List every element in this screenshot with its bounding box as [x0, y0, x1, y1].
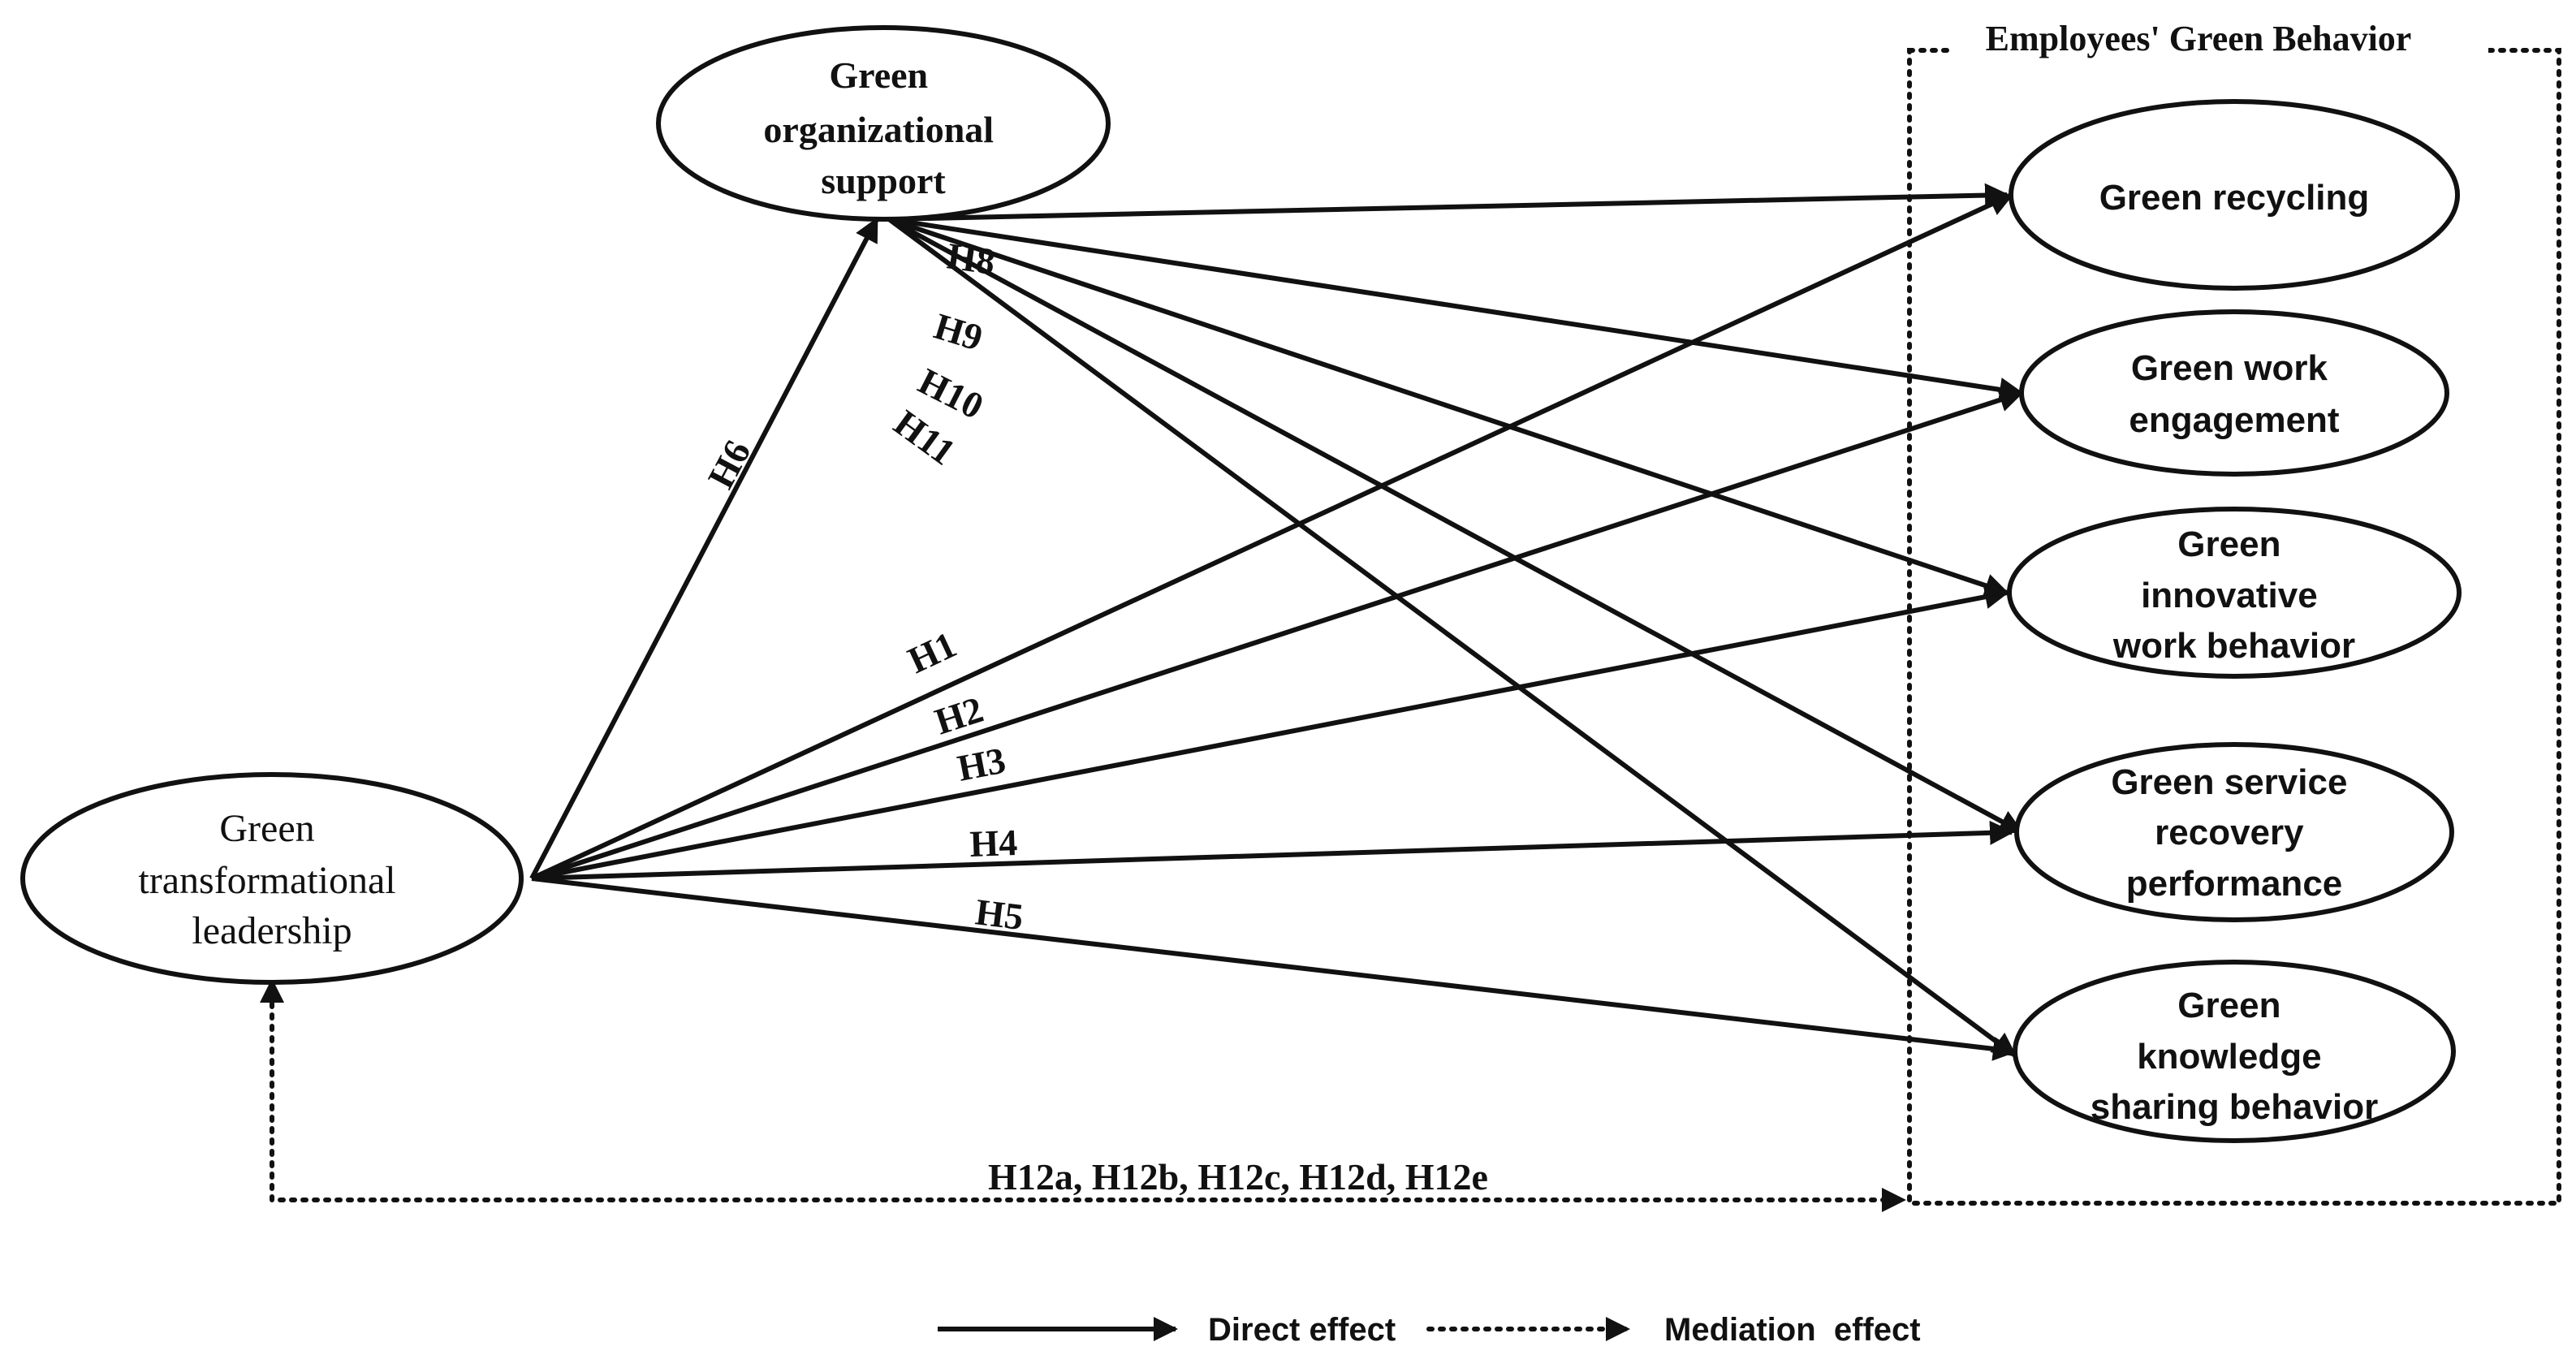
- svg-text:Green knowledge sh: Green knowledge sharing behavior: [2091, 986, 2379, 1127]
- node-innovative-line-2: innovative: [2141, 576, 2318, 615]
- node-knowledge-line-1: Green: [2177, 986, 2280, 1025]
- node-engagement-line-2: engagement: [2129, 400, 2340, 440]
- node-engagement-line-1: Green work: [2131, 348, 2328, 388]
- node-green-work-engagement: Green work engagement: [2019, 309, 2449, 477]
- edge-h9: [888, 217, 2009, 598]
- node-innovative-line-1: Green: [2177, 524, 2280, 564]
- node-gtl-line-3: leadership: [192, 909, 352, 952]
- svg-text:Green service recovery: Green service recovery performance: [2111, 762, 2357, 904]
- node-shape: [656, 25, 1111, 222]
- edge-h10: [887, 217, 2024, 835]
- node-gos-line-2: organizational: [763, 109, 994, 150]
- legend-direct-label: Direct effect: [1208, 1312, 1396, 1348]
- label-h8: H8: [945, 235, 998, 283]
- edge-h3: [531, 585, 2009, 881]
- node-green-recycling: Green recycling: [2009, 99, 2460, 291]
- node-shape: [2019, 309, 2449, 477]
- node-innovative-line-3: work behavior: [2112, 626, 2355, 666]
- node-gos-line-3: support: [821, 160, 946, 201]
- edge-h2: [531, 388, 2024, 881]
- label-h1: H1: [902, 624, 963, 681]
- edge-h12-mediation: [260, 978, 1906, 1212]
- svg-text:Green transformational: Green transformational leadership: [138, 807, 405, 952]
- edge-h1: [530, 192, 2014, 881]
- node-knowledge-line-3: sharing behavior: [2091, 1087, 2379, 1127]
- node-green-knowledge-sharing-behavior: Green knowledge sharing behavior: [2013, 960, 2456, 1143]
- node-green-innovative-work-behavior: Green innovative work behavior: [2007, 507, 2462, 679]
- edges: [260, 183, 2024, 1212]
- edge-h7: [888, 183, 2009, 222]
- legend-mediation-label: Mediation effect: [1664, 1312, 1921, 1348]
- edge-h6: [529, 217, 879, 880]
- node-green-transformational-leadership: Green transformational leadership: [20, 772, 524, 985]
- node-shape: [2009, 99, 2460, 291]
- svg-text:Green innovative w: Green innovative work behavior: [2112, 524, 2355, 666]
- node-green-service-recovery-performance: Green service recovery performance: [2014, 742, 2454, 922]
- node-shape: [2013, 960, 2456, 1143]
- group-title-mask: [1952, 8, 2488, 69]
- label-h9: H9: [930, 305, 987, 359]
- node-service-line-2: recovery: [2155, 813, 2304, 852]
- label-h3: H3: [954, 740, 1008, 789]
- label-h12: H12a, H12b, H12c, H12d, H12e: [988, 1156, 1488, 1198]
- edge-h11: [887, 217, 2017, 1058]
- node-shape: [2007, 507, 2462, 679]
- employees-green-behavior-group: Employees' Green Behavior: [1907, 8, 2561, 1206]
- svg-text:Green recycling: Green recycling: [2099, 178, 2370, 218]
- node-recycling-line-1: Green recycling: [2099, 178, 2370, 218]
- group-frame: [1907, 48, 2561, 1206]
- node-shape: [20, 772, 524, 985]
- edge-labels: H7 H8 H9 H10 H11 H6 H1 H2 H3 H4 H5 H12a,…: [700, 162, 1488, 1198]
- edge-h4: [531, 820, 2014, 881]
- label-h6: H6: [700, 434, 759, 495]
- node-gos-line-1: Green: [829, 54, 928, 96]
- svg-text:Green organizational: Green organizational support: [763, 54, 1003, 201]
- node-green-organizational-support: Green organizational support: [656, 25, 1111, 222]
- node-service-line-3: performance: [2126, 864, 2343, 904]
- node-gtl-line-1: Green: [219, 807, 314, 850]
- group-title: Employees' Green Behavior: [1986, 19, 2412, 58]
- label-h5: H5: [973, 891, 1026, 938]
- node-service-line-1: Green service: [2111, 762, 2347, 802]
- svg-text:Green work engagement: Green work engagement: [2129, 348, 2340, 440]
- label-h4: H4: [969, 822, 1019, 865]
- node-shape: [2014, 742, 2454, 922]
- edge-h5: [531, 876, 2017, 1061]
- edge-h8: [888, 217, 2024, 402]
- node-gtl-line-2: transformational: [138, 859, 395, 902]
- legend: Direct effect Mediation effect: [938, 1312, 1921, 1348]
- node-knowledge-line-2: knowledge: [2137, 1037, 2321, 1077]
